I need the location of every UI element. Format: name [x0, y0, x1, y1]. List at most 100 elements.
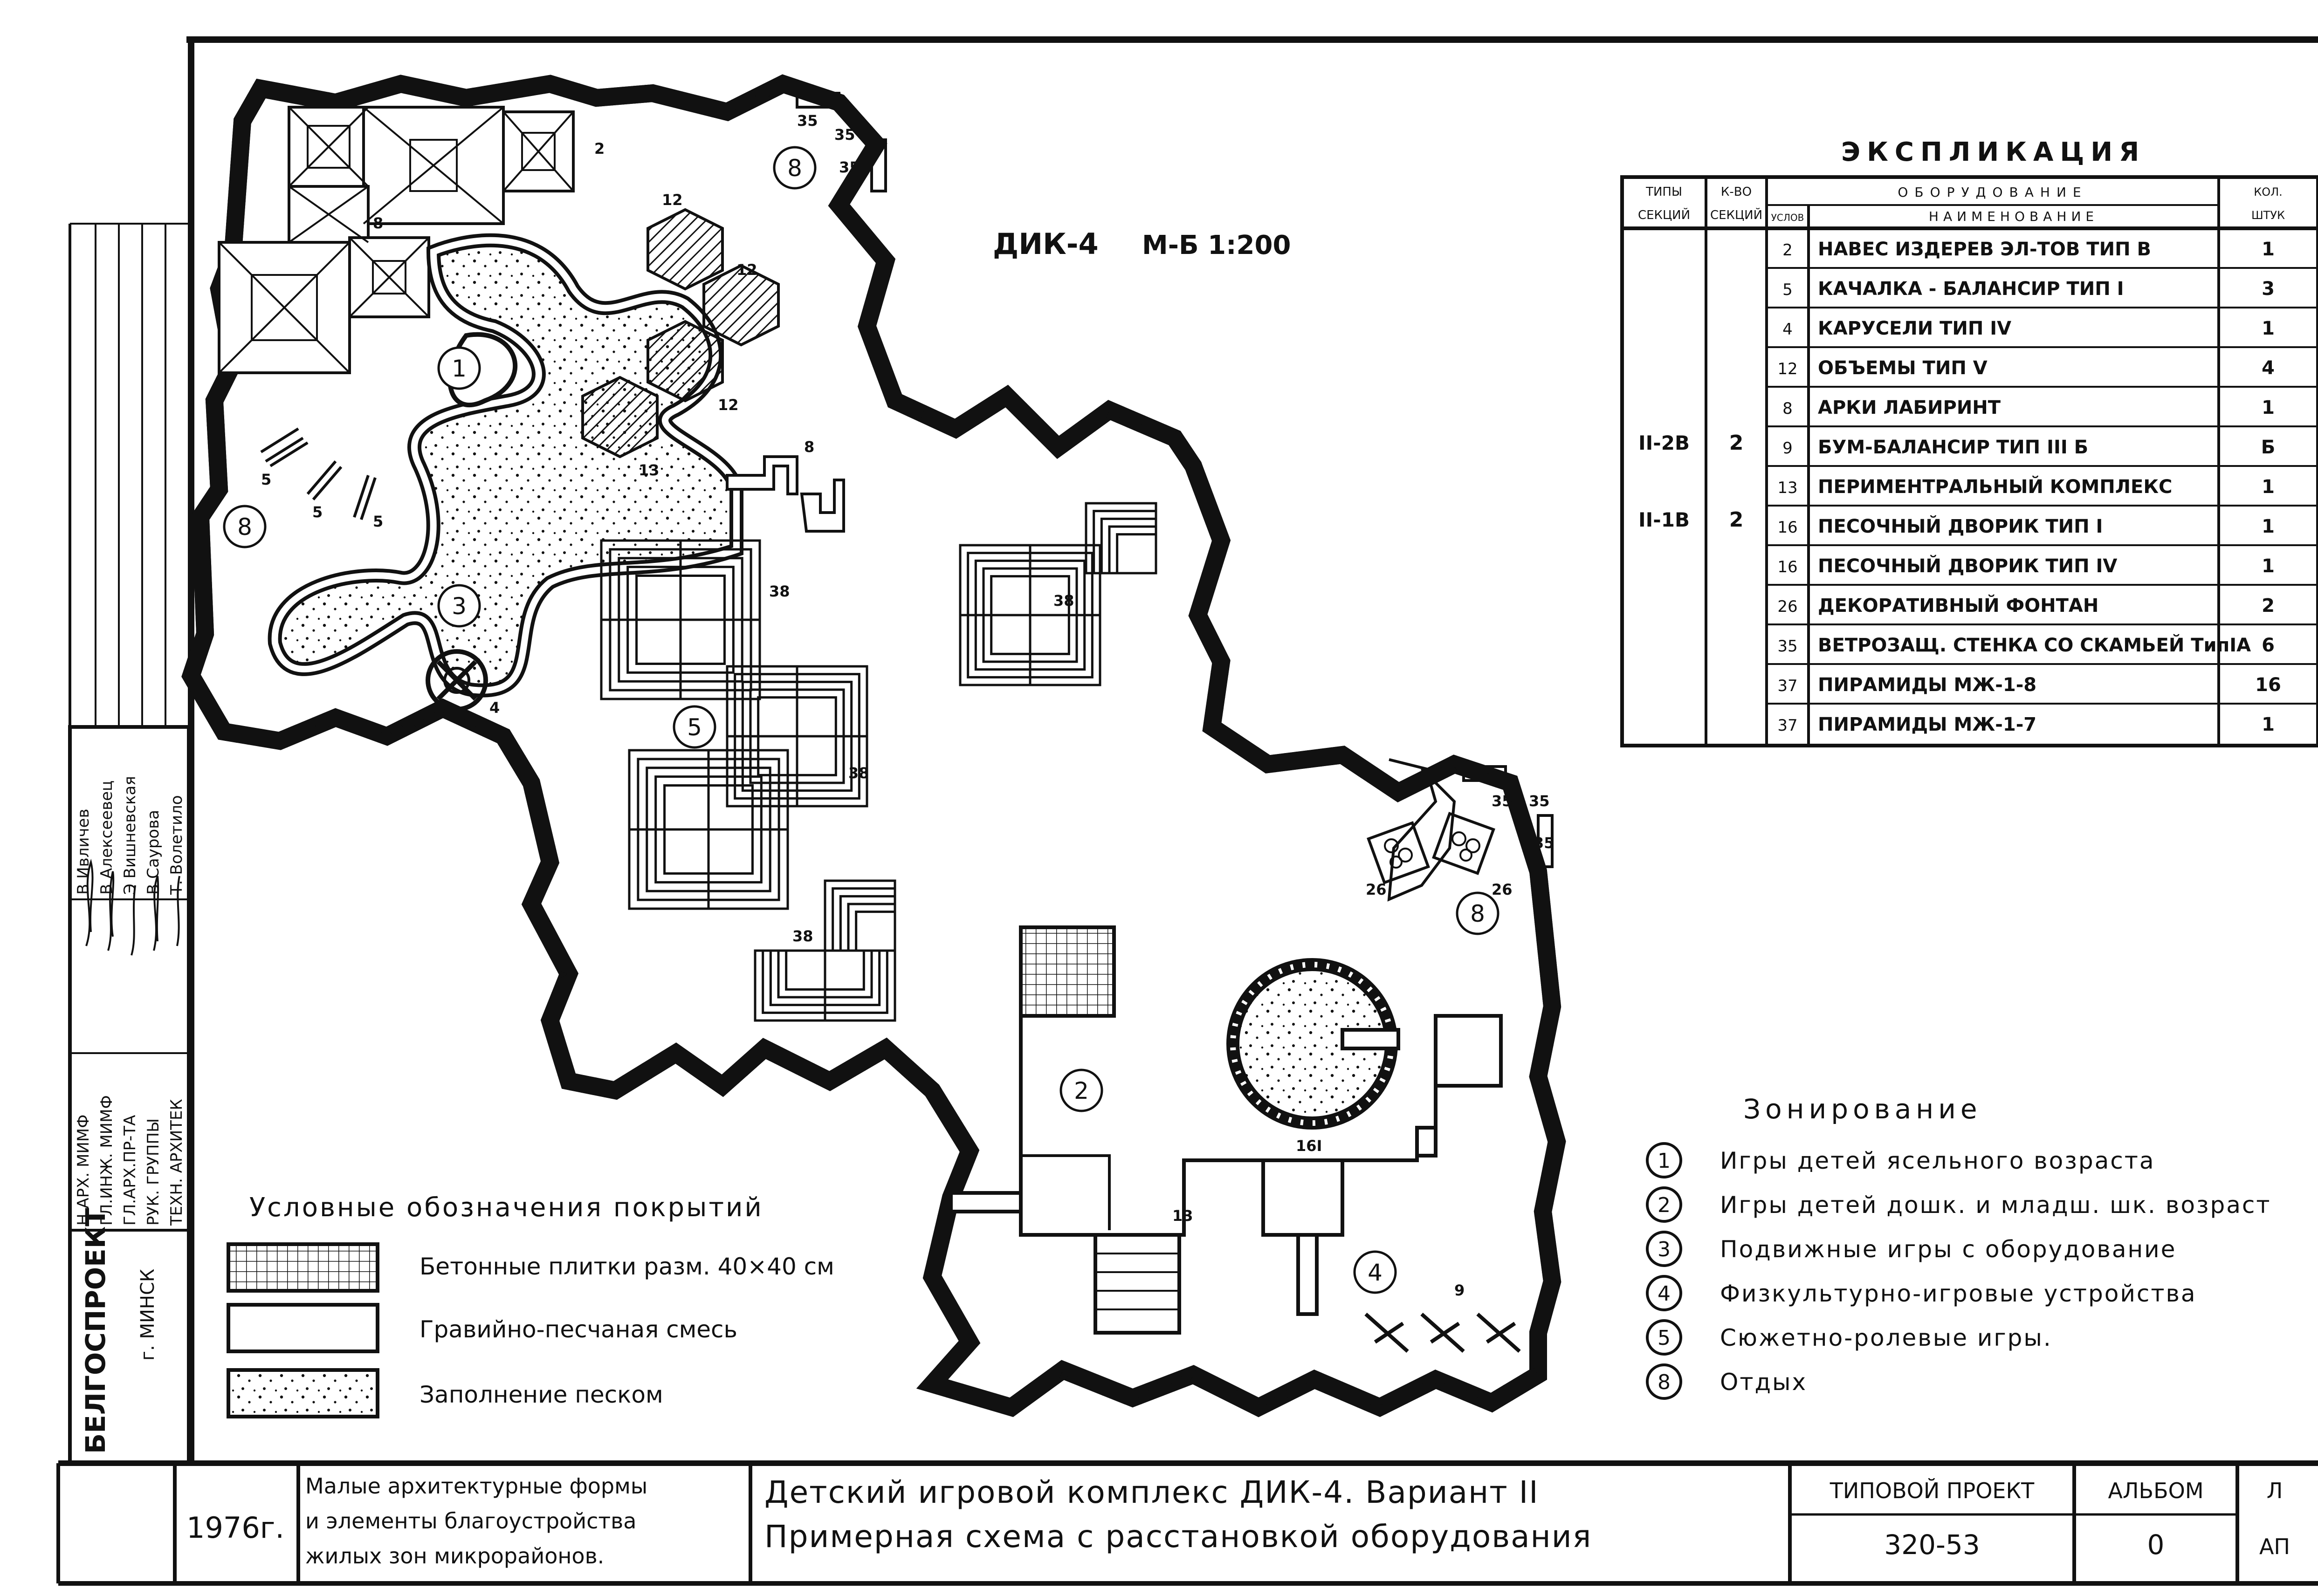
- zoning-title: Зонирование: [1743, 1093, 1982, 1125]
- zoning-label: Игры детей дошк. и младш. шк. возраст: [1720, 1192, 2271, 1219]
- zoning-label: Игры детей ясельного возраста: [1720, 1147, 2155, 1174]
- equipment-tag: 12: [662, 191, 683, 209]
- pyramid-step: [1030, 559, 1086, 615]
- expl-row-mark: 12: [1777, 360, 1797, 378]
- pyramid-step: [708, 784, 754, 829]
- equipment-tag: 26: [1492, 881, 1513, 898]
- canopy-structures: [218, 106, 575, 374]
- play-volumes: [581, 208, 780, 459]
- header-mark: УСЛОВ: [1771, 212, 1804, 223]
- zoning-label: Подвижные игры с оборудование: [1720, 1236, 2176, 1263]
- zone-marker-circle: [1353, 1250, 1397, 1294]
- tb-album-title-2: и элементы благоустройства: [305, 1508, 636, 1534]
- pyramid-step: [797, 696, 837, 736]
- expl-row-name: ПИРАМИДЫ МЖ-1-7: [1818, 714, 2036, 735]
- plan-scale: М-Б 1:200: [1142, 230, 1291, 260]
- equipment-tag: 13: [639, 461, 660, 479]
- pyramid-step: [609, 620, 681, 692]
- expl-row-qty: Б: [2261, 437, 2276, 458]
- zoning-list: Зонирование 1 Игры детей ясельного возрас…: [1646, 1093, 2271, 1400]
- legend-label-gravel: Гравийно-песчаная смесь: [420, 1316, 737, 1343]
- pyramid-block: [824, 949, 896, 1022]
- pyramid-step: [825, 951, 865, 991]
- pyramid-block: [679, 618, 761, 700]
- stamp-org: БЕЛГОСПРОЕКТ: [80, 1208, 111, 1454]
- pyramid-step: [777, 951, 825, 999]
- zoning-number: 2: [1658, 1193, 1671, 1217]
- pyramid-step: [1030, 575, 1070, 615]
- pyramid-step: [1030, 615, 1078, 663]
- pyramid-step: [681, 620, 752, 692]
- pyramid-block: [600, 618, 682, 700]
- legend-swatch-gravel: [227, 1303, 379, 1353]
- pyramid-step: [797, 736, 845, 784]
- stamp-name: Э Вишневская: [121, 776, 139, 895]
- equipment-tag: 35: [797, 112, 818, 130]
- equipment-tag: 12: [718, 396, 739, 414]
- zone-marker-circle: [437, 346, 481, 390]
- zoning-number-circle: [1646, 1363, 1682, 1400]
- stamp-city: г. МИНСК: [137, 1269, 158, 1361]
- zone-marker-number: 2: [1074, 1077, 1089, 1104]
- pyramid-step: [757, 736, 797, 776]
- pyramid-step: [681, 557, 743, 620]
- equipment-tag: 4: [489, 699, 500, 717]
- header-count-1: К-ВО: [1721, 185, 1752, 199]
- pyramid-step: [681, 566, 735, 620]
- pyramid-step: [847, 903, 895, 951]
- pyramid-step: [990, 575, 1030, 615]
- pyramid-step: [626, 620, 681, 674]
- expl-row-name: БУМ-БАЛАНСИР ТИП III Б: [1818, 437, 2088, 458]
- section-type-2: II-1В: [1638, 508, 1690, 531]
- pyramid-block: [628, 828, 710, 910]
- zoning-number: 1: [1658, 1149, 1671, 1173]
- zoning-label: Отдых: [1720, 1369, 1807, 1396]
- zone-marker-number: 8: [787, 155, 802, 182]
- expl-row-mark: 2: [1782, 241, 1793, 260]
- pyramid-step: [839, 895, 895, 951]
- pyramid-step: [708, 829, 754, 875]
- zoning-number: 4: [1658, 1282, 1671, 1306]
- zoning-number-circle: [1646, 1319, 1682, 1356]
- pyramid-step: [967, 615, 1030, 678]
- expl-row-qty: 4: [2262, 357, 2275, 379]
- expl-row-name: ОБЪЕМЫ ТИП V: [1818, 357, 1988, 379]
- equipment-tag: 38: [848, 764, 869, 782]
- zoning-number-circle: [1646, 1275, 1682, 1311]
- zone-marker-circle: [673, 705, 716, 749]
- equipment-tag: 35: [1492, 792, 1513, 810]
- pyramid-block: [959, 544, 1032, 616]
- balance-beams: [1364, 1313, 1521, 1353]
- expl-row-name: ПЕСОЧНЫЙ ДВОРИК ТИП I: [1818, 515, 2103, 537]
- pyramid-step: [974, 559, 1030, 615]
- stamp-role: ГЛ.ИНЖ. МИМФ: [97, 1095, 116, 1226]
- equipment-tag: 38: [1053, 592, 1074, 610]
- zoning-number: 3: [1658, 1238, 1671, 1261]
- stamp-name: В Ивличев: [74, 809, 93, 895]
- tb-drawing-title-1: Детский игровой комплекс ДИК-4. Вариант …: [764, 1474, 1539, 1510]
- surface-legend: Условные обозначения покрытий Бетонные п…: [227, 1192, 834, 1418]
- zone-marker-number: 5: [687, 714, 702, 741]
- stamp-name: Т. Волетило: [167, 795, 186, 895]
- header-qty-1: КОЛ.: [2254, 185, 2283, 199]
- equipment-tag: 8: [373, 214, 383, 232]
- legend-swatch-tiles: [227, 1242, 379, 1293]
- tb-year: 1976г.: [186, 1511, 284, 1545]
- pyramid-step: [967, 552, 1030, 615]
- expl-row-qty: 1: [2262, 516, 2275, 537]
- header-count-2: СЕКЦИЙ: [1710, 207, 1762, 222]
- pyramid-step: [681, 620, 726, 665]
- pyramid-block: [1029, 614, 1101, 686]
- legend-swatch-sand: [227, 1368, 379, 1418]
- explication-title: ЭКСПЛИКАЦИЯ: [1841, 137, 2146, 167]
- zone-marker-number: 4: [1368, 1259, 1383, 1286]
- tb-album-number: 0: [2147, 1529, 2165, 1561]
- equipment-tag: 35: [1529, 792, 1550, 810]
- zone-marker-circle: [223, 505, 267, 548]
- small-equipment: [260, 427, 845, 712]
- pyramid-step: [654, 829, 708, 884]
- equipment-tag: 38: [792, 927, 813, 945]
